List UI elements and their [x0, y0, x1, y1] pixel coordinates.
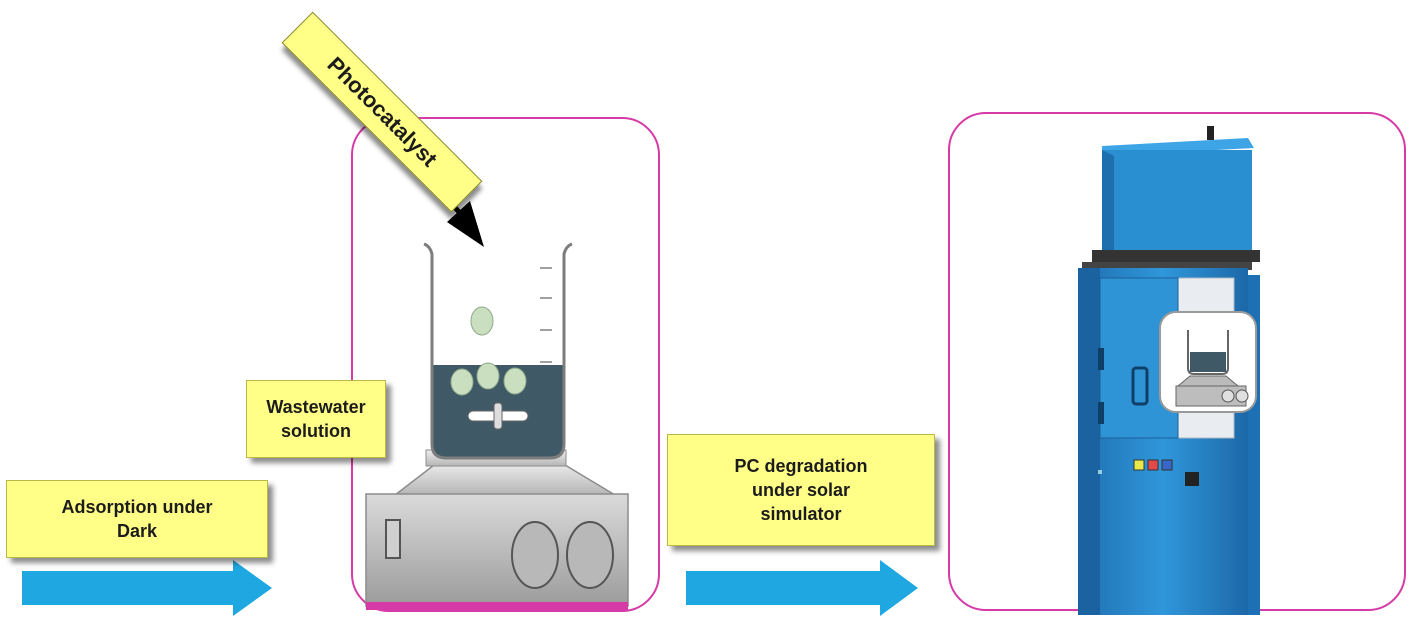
wastewater-label-line-1: Wastewater: [266, 397, 366, 417]
pc-label-line-2: under solar: [751, 480, 850, 500]
inset-stirrer-icon: [1159, 311, 1257, 413]
catalyst-particle-icon: [476, 362, 500, 390]
wastewater-label-line-2: solution: [281, 421, 351, 441]
stirrer-knob-icon: [566, 521, 614, 589]
flow-arrow-adsorption: [22, 560, 272, 616]
catalyst-particle-icon: [450, 368, 474, 396]
pc-label-line-1: PC degradation: [734, 456, 868, 476]
wastewater-solution-label: Wastewater solution: [246, 380, 386, 458]
catalyst-particle-icon: [503, 367, 527, 395]
stirrer-switch-icon: [385, 519, 401, 559]
adsorption-under-dark-label: Adsorption under Dark: [6, 480, 268, 558]
pc-label-line-3: simulator: [760, 504, 842, 524]
flow-arrow-degradation: [686, 560, 918, 616]
catalyst-particle-icon: [470, 306, 494, 336]
beaker: [423, 242, 573, 460]
stirrer-knob-icon: [511, 521, 559, 589]
adsorption-label-line-2: Dark: [116, 521, 158, 541]
magnetic-stirrer: [365, 449, 629, 610]
adsorption-label-line-1: Adsorption under: [61, 497, 213, 517]
pc-degradation-label: PC degradation under solar simulator: [667, 434, 935, 546]
